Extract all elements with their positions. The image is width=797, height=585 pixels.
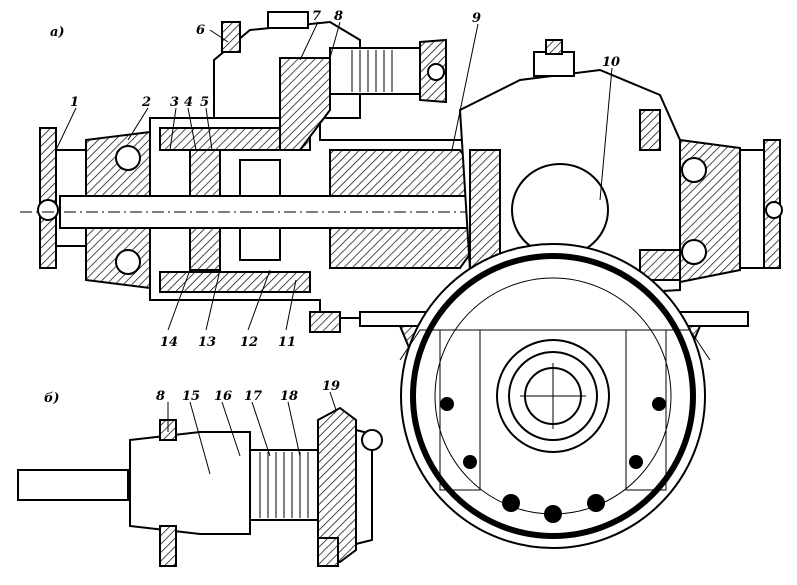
callout-1: 1 (70, 95, 79, 110)
callout-numbers: 1 2 3 4 5 6 7 8 9 10 14 13 12 11 8 15 16… (70, 9, 620, 404)
splined-hub (496, 339, 610, 453)
view-labels: а) б) (44, 25, 65, 406)
callout-4: 4 (184, 95, 193, 110)
callout-19: 19 (322, 379, 340, 394)
callout-2: 2 (141, 95, 151, 110)
view-a-label: а) (50, 25, 65, 40)
callout-7-top: 7 (312, 9, 321, 24)
wheel-bolts (440, 397, 666, 523)
callout-8-top: 8 (334, 9, 343, 24)
callout-5: 5 (200, 95, 209, 110)
callout-12: 12 (240, 335, 258, 350)
callout-15: 15 (182, 389, 200, 404)
callout-10: 10 (602, 55, 620, 70)
callout-13: 13 (198, 335, 216, 350)
top-gear-case (213, 11, 361, 151)
callout-17: 17 (244, 389, 262, 404)
axle-section-view-a (20, 11, 783, 351)
right-bearing-and-flange (679, 138, 783, 284)
callout-6: 6 (196, 23, 205, 38)
main-differential-housing (458, 39, 691, 302)
lock-actuator-top (329, 38, 447, 104)
callout-3: 3 (170, 95, 179, 110)
lock-mechanism-view-b (17, 406, 383, 567)
leader-lines (55, 21, 613, 475)
callout-11: 11 (278, 335, 296, 350)
callout-9: 9 (472, 11, 481, 26)
callout-16: 16 (214, 389, 232, 404)
callout-8-lower: 8 (156, 389, 165, 404)
brake-drum (399, 243, 711, 549)
callout-14: 14 (160, 335, 178, 350)
view-b-label: б) (44, 391, 60, 406)
callout-18: 18 (280, 389, 298, 404)
